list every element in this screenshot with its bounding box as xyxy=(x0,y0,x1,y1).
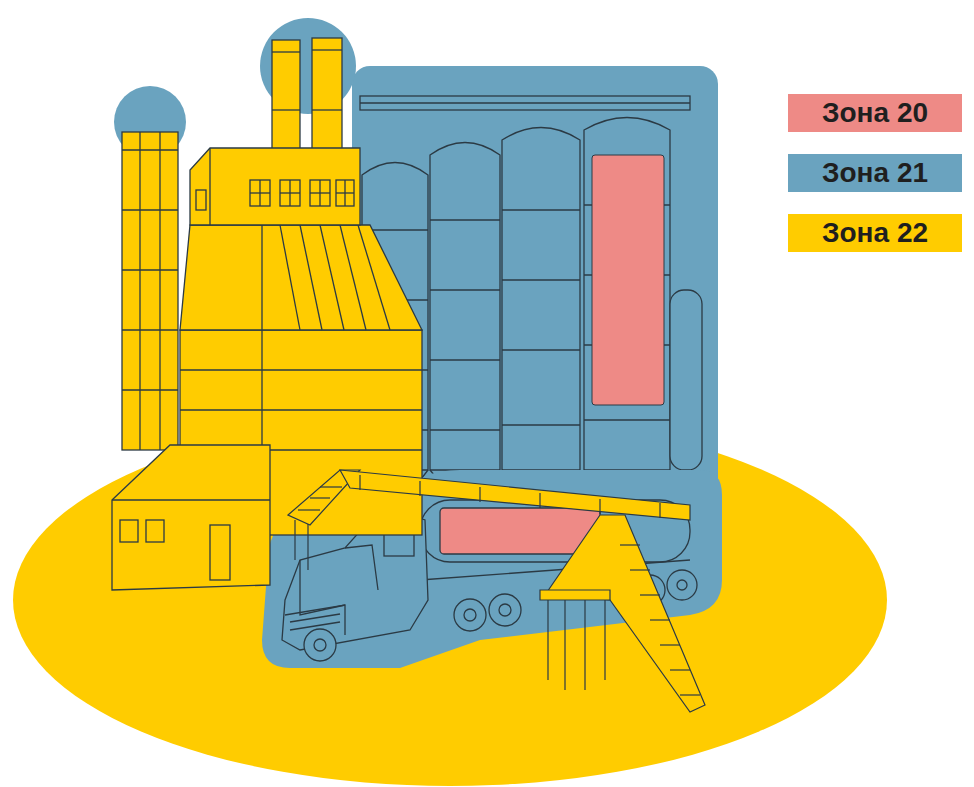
stairs-walkway xyxy=(288,470,705,712)
factory-building xyxy=(112,148,422,590)
legend-swatch: Зона 22 xyxy=(788,214,962,252)
legend-swatch: Зона 20 xyxy=(788,94,962,132)
legend-text: Зона 22 xyxy=(822,217,928,248)
legend-text: Зона 21 xyxy=(822,157,928,188)
silo-zone-20 xyxy=(592,155,664,405)
legend-text: Зона 20 xyxy=(822,97,928,128)
legend: Зона 20 Зона 21 Зона 22 xyxy=(788,94,964,274)
legend-swatch: Зона 21 xyxy=(788,154,962,192)
